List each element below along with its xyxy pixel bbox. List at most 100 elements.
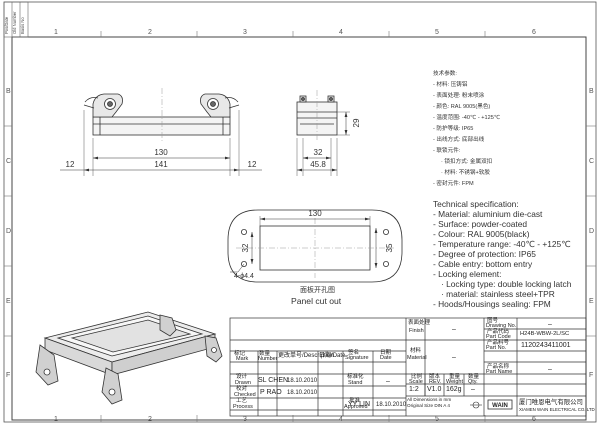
- weight-value: 162g: [446, 386, 462, 393]
- material-label-cn: 材料: [410, 348, 422, 354]
- scale-label-en: Scale: [409, 379, 423, 385]
- drawn-label-cn: 设计: [236, 374, 248, 380]
- zone-right-c: C: [589, 158, 595, 165]
- drawn-date: 18.10.2010: [287, 378, 318, 384]
- rev-qty-en: Number: [258, 356, 278, 362]
- zone-top-2: 2: [148, 29, 152, 36]
- spec-cn-line: · 材料: 不锈钢+软胶: [441, 170, 490, 176]
- part-no-value: 1120243411001: [521, 342, 571, 349]
- spec-en-line: - Surface: powder-coated: [433, 219, 528, 229]
- rev-label-cn: 版本: [429, 374, 441, 380]
- side-dim-overall: 45.8: [310, 160, 326, 169]
- part-name-label-cn: 产品名称: [487, 364, 510, 370]
- front-dim-edge-left: 12: [66, 160, 75, 169]
- rev-date2-en: Date: [380, 355, 392, 361]
- scale-label-cn: 比例: [411, 374, 423, 380]
- spec-cn-line: - 防护等级: IP65: [433, 126, 474, 132]
- isometric-view: [35, 311, 223, 405]
- cutout-dim-arrows: [250, 217, 378, 268]
- cutout-dim-width: 130: [308, 209, 322, 218]
- spec-en-line: - Colour: RAL 9005(black): [433, 229, 530, 239]
- zone-right-d: D: [589, 228, 595, 235]
- dims-note-1: All Dimensions in mm: [407, 397, 452, 402]
- logo-text: WAIN: [492, 403, 508, 409]
- spec-cn-line: - 密封元件: FPM: [433, 181, 474, 187]
- zone-left-b: B: [6, 88, 11, 95]
- zone-left-c: C: [6, 158, 12, 165]
- checked-label-en: Checked: [234, 392, 256, 398]
- side-view: [296, 90, 350, 176]
- approved-label-cn: 批准: [349, 398, 361, 404]
- spec-en-line: - Material: aluminium die-cast: [433, 209, 543, 219]
- inner-frame: [11, 36, 587, 421]
- side-dim-arrows: [297, 112, 348, 172]
- cutout-caption-cn: 面板开孔图: [300, 287, 335, 294]
- dims-note-2: Original Size DIN A 4: [407, 403, 450, 408]
- drawing-no-label-en: Drawing No.: [486, 323, 517, 329]
- part-name-value: –: [548, 366, 552, 373]
- part-no-label-cn: 产品料号: [487, 340, 510, 346]
- spec-cn-line: - 材料: 压铸铝: [433, 82, 468, 88]
- rev-label-en: REV.: [429, 379, 442, 385]
- side-stamp-basis-no: Basis No: [20, 17, 25, 34]
- cutout-caption-en: Panel cut out: [291, 296, 342, 306]
- cutout-dim-height-left: 32: [241, 243, 250, 252]
- spec-en-line: - Hoods/Housings sealing: FPM: [433, 299, 551, 309]
- drawing-no-label-cn: 图号: [487, 318, 499, 324]
- spec-en-line: - Locking element:: [433, 269, 502, 279]
- rev-date-en: Date: [332, 353, 346, 359]
- part-code-label-cn: 产品代码: [487, 329, 510, 335]
- stand-value: –: [386, 378, 390, 385]
- front-dim-edge-right: 12: [248, 160, 257, 169]
- front-dim-overall: 141: [154, 160, 168, 169]
- zone-bottom-2: 2: [148, 416, 152, 423]
- spec-cn-title: 技术参数:: [433, 71, 457, 77]
- drawn-name: SL CHEN: [258, 377, 289, 384]
- zone-right-f: F: [589, 372, 594, 379]
- zone-right-e: E: [589, 298, 594, 305]
- zone-left-e: E: [6, 298, 11, 305]
- rev-sign-cn: 签名: [348, 350, 360, 356]
- spec-en-line: - Degree of protection: IP65: [433, 249, 536, 259]
- spec-en-line: · material: stainless steel+TPR: [441, 289, 555, 299]
- spec-en-title: Technical specification:: [433, 199, 519, 209]
- zone-top-4: 4: [339, 29, 343, 36]
- rev-change: 更改单号/Description: [278, 353, 334, 359]
- zone-bottom-5: 5: [435, 416, 439, 423]
- rev-change-cn: 更改单号: [278, 353, 303, 359]
- front-dim-arrows: [84, 156, 239, 172]
- material-label-en: Material: [407, 355, 427, 361]
- zone-bottom-6: 6: [532, 416, 536, 423]
- zone-left-d: D: [6, 228, 12, 235]
- zone-ticks: [4, 31, 596, 422]
- spec-en-line: - Temperature range: -40℃ - +125℃: [433, 239, 571, 249]
- side-stamp-old-number: Old Number: [12, 11, 17, 34]
- zone-bottom-1: 1: [54, 416, 58, 423]
- title-block-grid: [229, 317, 587, 417]
- part-no-label-en: Part No.: [486, 345, 507, 351]
- side-stamp-corner: Pos/Date: [4, 16, 9, 34]
- projection-symbol: [470, 401, 482, 409]
- qty-label-en: Qty.: [468, 379, 478, 385]
- rev-value: V1.0: [427, 386, 442, 393]
- approved-name: YY LIN: [348, 401, 371, 408]
- company-name-en: XIAMEN WAIN ELECTRICAL CO.,LTD: [519, 407, 595, 412]
- part-code-value: H24B-WBW-2L/SC: [520, 331, 570, 337]
- stand-label-cn: 标准化: [347, 374, 364, 380]
- rev-mark-en: Mark: [236, 356, 249, 362]
- zone-right-b: B: [589, 88, 594, 95]
- finish-value: –: [452, 326, 456, 333]
- qty-value: –: [471, 386, 475, 393]
- side-dim-height: 29: [352, 118, 361, 127]
- zone-top-1: 1: [54, 29, 58, 36]
- side-dim-inner: 32: [314, 148, 323, 157]
- part-code-label-en: Part Code: [486, 334, 511, 340]
- checked-name: P RAO: [260, 389, 282, 396]
- cutout-dim-height-right: 35: [385, 243, 394, 252]
- rev-date: 日期/Date: [319, 353, 346, 359]
- part-name-label-en: Part Name: [486, 369, 513, 375]
- scale-value: 1:2: [409, 386, 419, 393]
- rev-date2-cn: 日期: [380, 350, 392, 356]
- stand-label-en: Stand: [348, 380, 363, 386]
